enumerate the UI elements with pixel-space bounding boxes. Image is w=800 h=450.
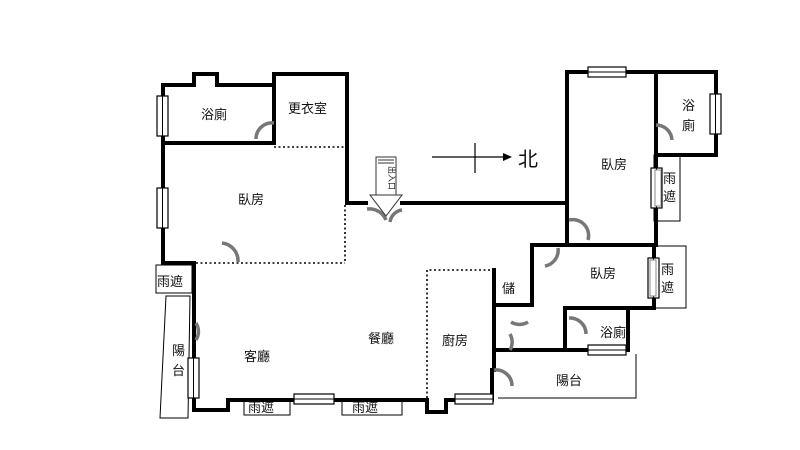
entrance-label: 出入口 [387,166,397,190]
label-bath-mid-right: 浴廁 [600,325,626,341]
label-walk-in-closet: 更衣室 [288,101,327,117]
door-swings [194,121,674,387]
canopy-shutters [649,169,662,297]
label-living-room: 客廳 [244,349,270,365]
north-arrow: 北 [432,143,538,173]
windows [156,66,722,405]
label-canopy-left: 雨遮 [157,274,183,290]
window-left-lower [187,357,200,399]
label-storage: 儲 [502,282,515,297]
window-right-bath [709,93,722,135]
label-canopy-top-right: 雨遮 [663,172,676,205]
open-boundaries [196,146,533,398]
window-bottom-mid [293,393,335,405]
window-left-top [156,95,169,137]
window-mid-right-bath [587,344,627,356]
balcony-right-outline [498,354,637,399]
label-dining-room: 餐廳 [368,331,394,347]
label-bath-top-left: 浴廁 [201,107,227,123]
label-kitchen: 廚房 [442,333,468,349]
room-labels: 浴廁 更衣室 臥房 雨遮 客廳 餐廳 廚房 儲 臥房 浴廁 陽台 臥房 雨遮 雨… [157,101,627,416]
label-bath-top-right: 浴廁 [682,99,695,134]
label-canopy-mid-right: 雨遮 [661,263,674,296]
label-bedroom-left: 臥房 [238,192,264,208]
north-label: 北 [518,147,538,171]
label-balcony-right: 陽台 [556,374,582,389]
balcony-left-outline [159,295,191,419]
vertical-labels: 陽台 浴廁 雨遮 雨遮 [172,99,695,379]
label-canopy-bottom-1: 雨遮 [248,400,274,416]
window-left-mid [156,187,169,229]
entrance-marker[interactable]: 出入口 [368,156,404,217]
label-balcony-left: 陽台 [172,344,185,379]
window-top-right [587,66,627,78]
window-bottom-right [454,393,494,405]
label-bedroom-top-right: 臥房 [601,157,627,173]
label-canopy-bottom-2: 雨遮 [352,400,378,416]
label-bedroom-mid-right: 臥房 [590,266,616,282]
